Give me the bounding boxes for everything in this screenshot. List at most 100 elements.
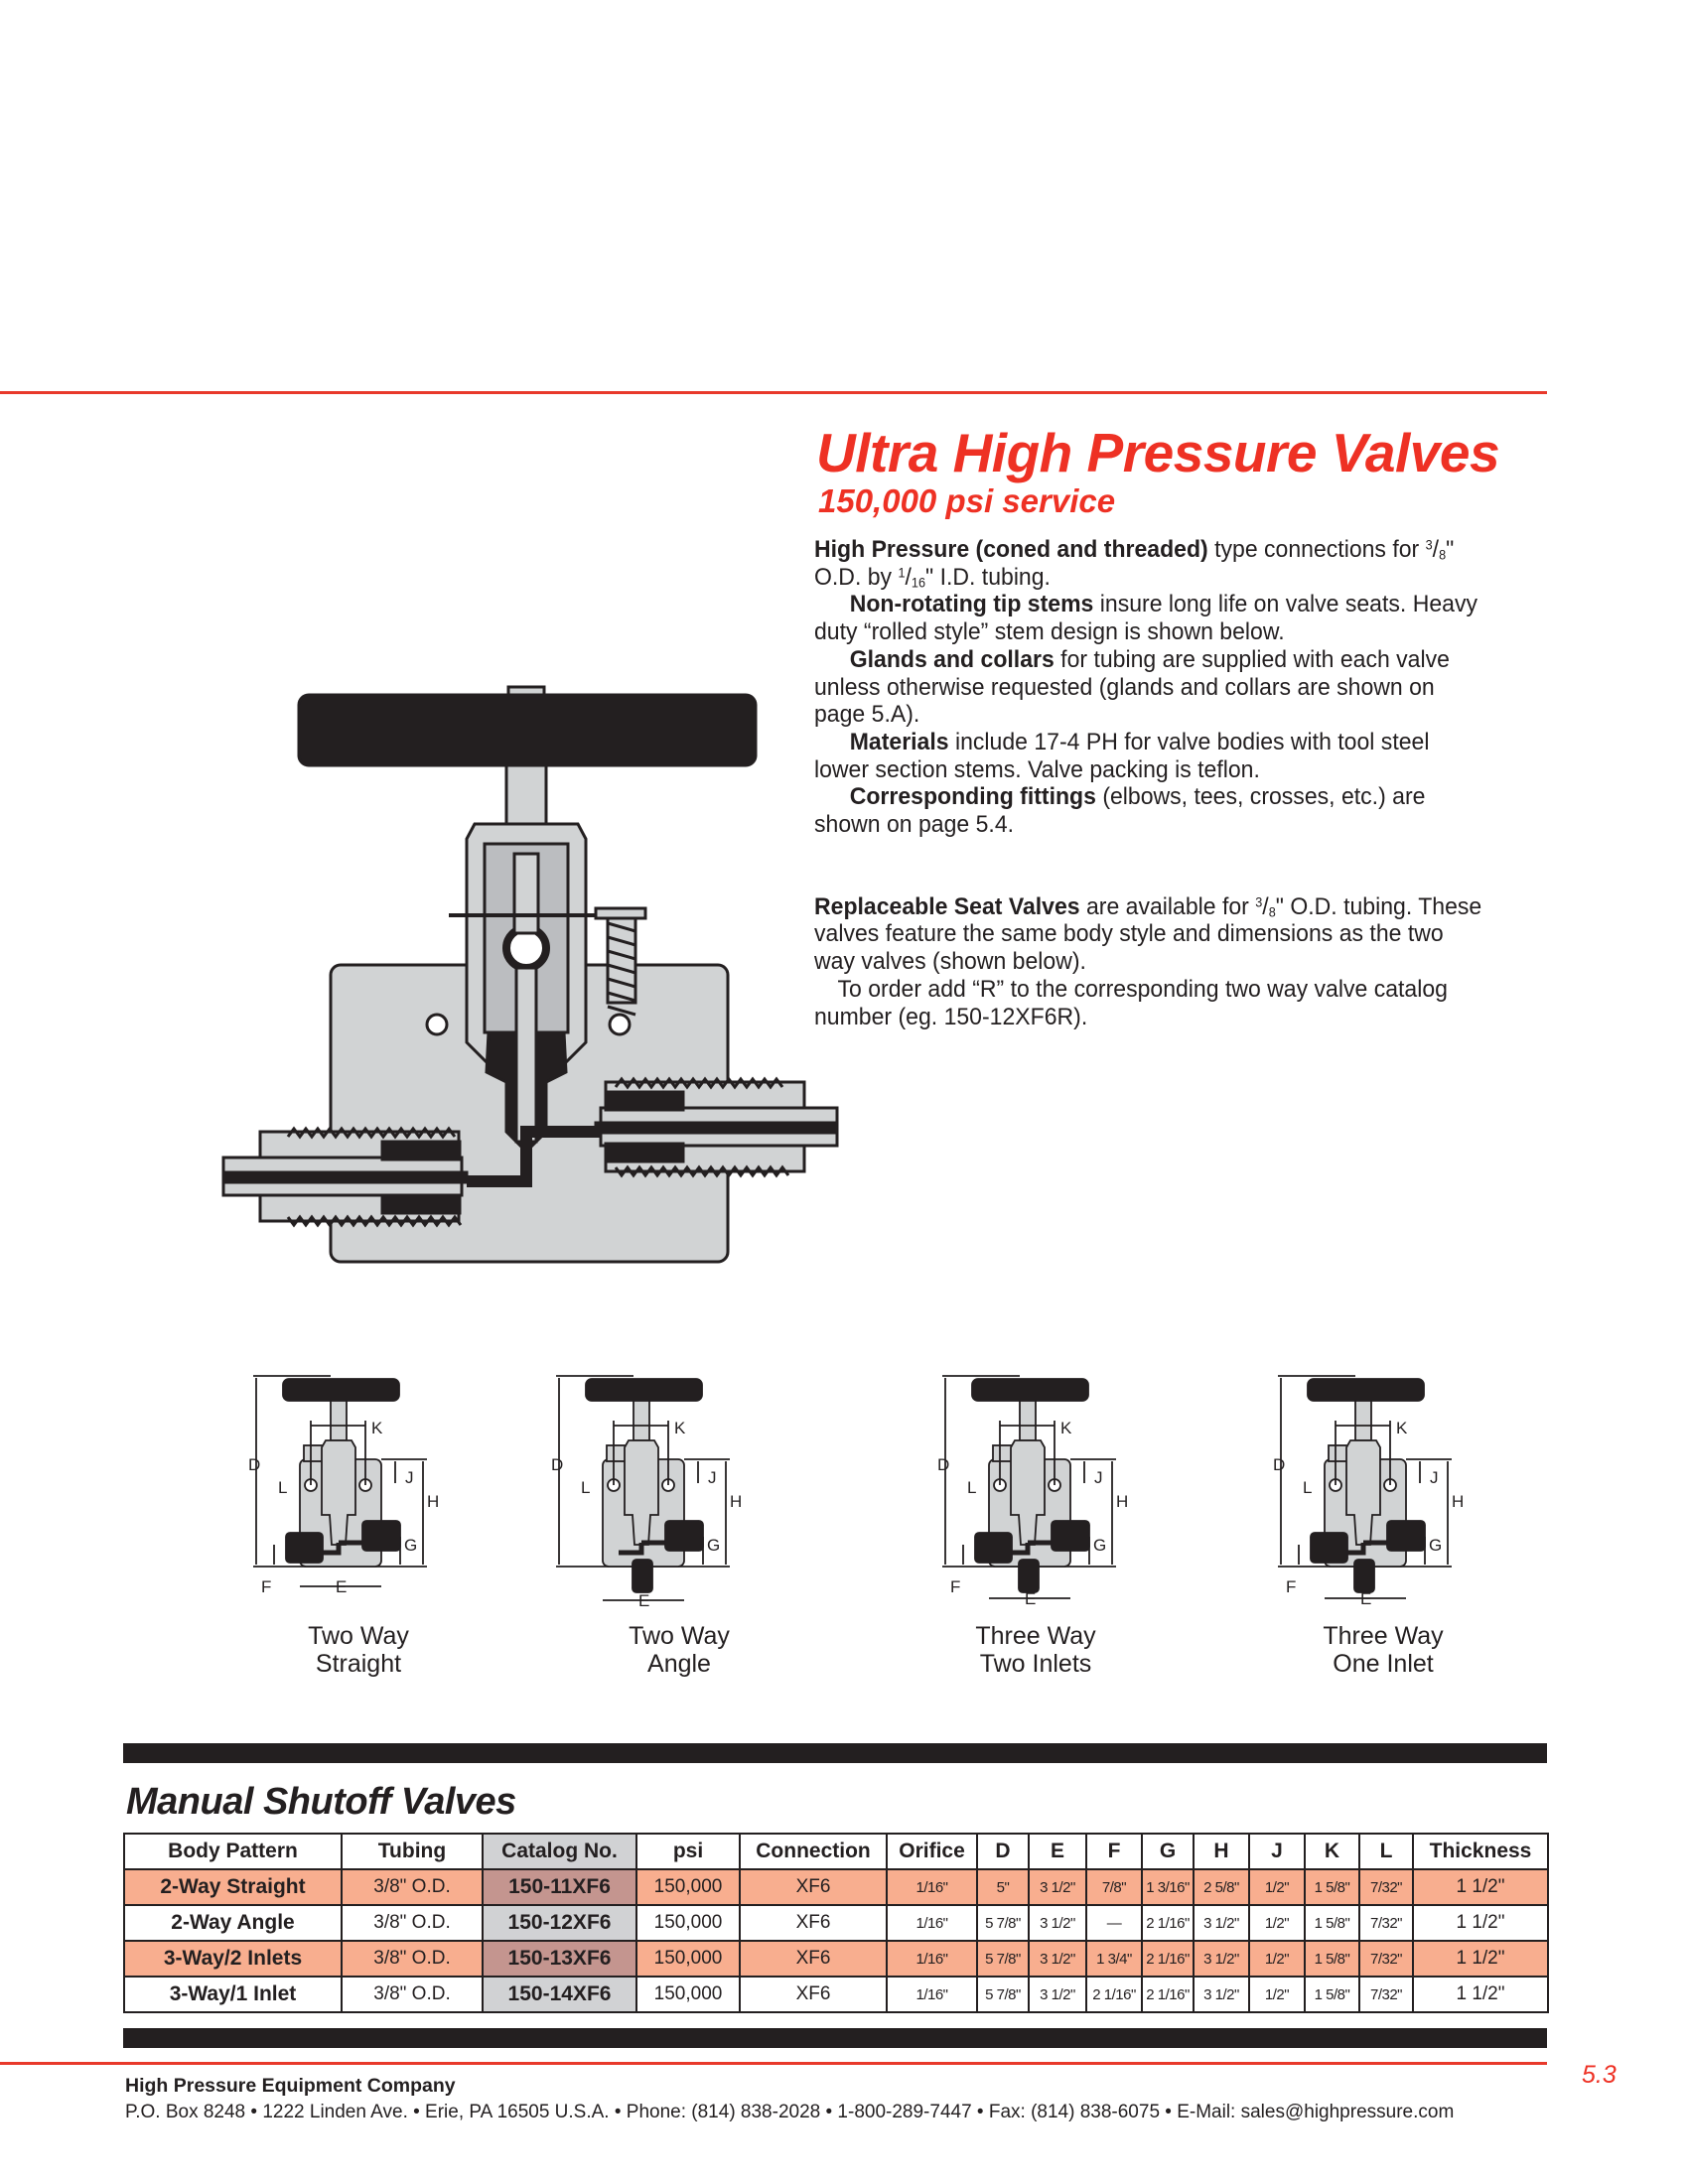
- table-cell-g: 2 1/16": [1141, 1904, 1195, 1942]
- description-replaceable-seat: Replaceable Seat Valves are available fo…: [814, 893, 1486, 1031]
- table-cell-body-pattern: 2-Way Straight: [123, 1868, 343, 1906]
- table-cell-e: 3 1/2": [1028, 1976, 1087, 2013]
- inlet-port: [285, 1532, 324, 1564]
- section-divider-bar: [123, 1743, 1547, 1763]
- table-cell-l: 7/32": [1358, 1868, 1414, 1906]
- column-header: D: [976, 1833, 1030, 1870]
- valve-stem: [1019, 1400, 1037, 1441]
- description-paragraph: Replaceable Seat Valves are available fo…: [814, 893, 1486, 976]
- bonnet-screw: [303, 1444, 325, 1462]
- description-paragraph: High Pressure (coned and threaded) type …: [814, 536, 1486, 591]
- description-paragraph: Non-rotating tip stems insure long life …: [814, 591, 1486, 645]
- table-cell-psi: 150,000: [635, 1904, 741, 1942]
- table-cell-g: 1 3/16": [1141, 1868, 1195, 1906]
- table-cell-connection: XF6: [739, 1868, 888, 1906]
- bold-lead-in: High Pressure (coned and threaded): [814, 536, 1208, 563]
- dimension-label-e: E: [638, 1591, 649, 1610]
- table-cell-j: 1/2": [1248, 1868, 1306, 1906]
- dimension-label-g: G: [1429, 1536, 1442, 1555]
- dimension-label-g: G: [707, 1536, 720, 1555]
- outlet-port: [664, 1520, 704, 1552]
- table-cell-orifice: 1/16": [886, 1904, 978, 1942]
- dimension-label-d: D: [248, 1455, 260, 1474]
- bold-lead-in: Glands and collars: [849, 645, 1055, 673]
- column-header: Catalog No.: [482, 1833, 637, 1870]
- dimension-label-l: L: [278, 1478, 287, 1497]
- dimension-label-j: J: [405, 1468, 414, 1487]
- table-cell-thickness: 1 1/2": [1412, 1868, 1549, 1906]
- caption-line: Two Inlets: [979, 1650, 1092, 1678]
- table-cell-orifice: 1/16": [886, 1940, 978, 1978]
- bonnet-screw: [606, 1444, 628, 1462]
- column-header: Orifice: [886, 1833, 978, 1870]
- column-header: Thickness: [1412, 1833, 1549, 1870]
- paragraph-text: for tubing are supplied with each valve …: [814, 645, 1450, 729]
- table-cell-l: 7/32": [1358, 1976, 1414, 2013]
- table-cell-catalog-no: 150-13XF6: [482, 1940, 637, 1978]
- outlet-port: [361, 1520, 401, 1552]
- outlet-port: [1051, 1520, 1090, 1552]
- table-cell-tubing: 3/8" O.D.: [341, 1904, 484, 1942]
- table-cell-k: 1 5/8": [1304, 1904, 1360, 1942]
- description-paragraph: Materials include 17-4 PH for valve bodi…: [814, 729, 1486, 783]
- table-cell-body-pattern: 2-Way Angle: [123, 1904, 343, 1942]
- page-subtitle: 150,000 psi service: [818, 482, 1116, 519]
- table-cell-f: —: [1085, 1904, 1143, 1942]
- flow-passage: [619, 1540, 668, 1556]
- table-cell-tubing: 3/8" O.D.: [341, 1976, 484, 2013]
- table-cell-l: 7/32": [1358, 1904, 1414, 1942]
- dimension-label-f: F: [950, 1577, 960, 1596]
- table-cell-body-pattern: 3-Way/1 Inlet: [123, 1976, 343, 2013]
- table-cell-d: 5": [976, 1868, 1030, 1906]
- table-cell-body-pattern: 3-Way/2 Inlets: [123, 1940, 343, 1978]
- paragraph-text: include 17-4 PH for valve bodies with to…: [814, 728, 1430, 783]
- description-main: High Pressure (coned and threaded) type …: [814, 536, 1486, 839]
- bold-lead-in: Non-rotating tip stems: [849, 591, 1094, 618]
- column-header: E: [1028, 1833, 1087, 1870]
- paragraph-text: insure long life on valve seats. Heavy d…: [814, 591, 1477, 646]
- dimension-label-d: D: [937, 1455, 949, 1474]
- paragraph-text: (elbows, tees, crosses, etc.) are shown …: [814, 783, 1426, 839]
- column-header: F: [1085, 1833, 1143, 1870]
- valve-handle: [971, 1378, 1089, 1402]
- dimension-label-j: J: [708, 1468, 717, 1487]
- dimension-label-j: J: [1430, 1468, 1439, 1487]
- column-header: G: [1141, 1833, 1195, 1870]
- caption-line: Angle: [647, 1650, 711, 1678]
- table-cell-d: 5 7/8": [976, 1976, 1030, 2013]
- table-cell-g: 2 1/16": [1141, 1976, 1195, 2013]
- table-cell-connection: XF6: [739, 1904, 888, 1942]
- bold-lead-in: Corresponding fittings: [849, 783, 1096, 811]
- table-cell-psi: 150,000: [635, 1940, 741, 1978]
- table-cell-f: 2 1/16": [1085, 1976, 1143, 2013]
- column-header: Body Pattern: [123, 1833, 343, 1870]
- description-paragraph: Corresponding fittings (elbows, tees, cr…: [814, 783, 1486, 838]
- dimension-label-g: G: [404, 1536, 417, 1555]
- column-header: H: [1193, 1833, 1250, 1870]
- valve-cutaway-illustration: [221, 685, 839, 1264]
- top-rule: [0, 391, 1547, 394]
- dimension-label-g: G: [1093, 1536, 1106, 1555]
- table-cell-k: 1 5/8": [1304, 1868, 1360, 1906]
- column-header: Connection: [739, 1833, 888, 1870]
- paragraph-text: are available for 3/8" O.D. tubing. Thes…: [814, 892, 1482, 976]
- table-cell-connection: XF6: [739, 1976, 888, 2013]
- table-cell-connection: XF6: [739, 1940, 888, 1978]
- column-header: psi: [635, 1833, 741, 1870]
- inlet-port: [974, 1532, 1013, 1564]
- table-cell-h: 3 1/2": [1193, 1940, 1250, 1978]
- caption-line: Three Way: [975, 1622, 1096, 1650]
- caption-line: Two Way: [308, 1622, 409, 1650]
